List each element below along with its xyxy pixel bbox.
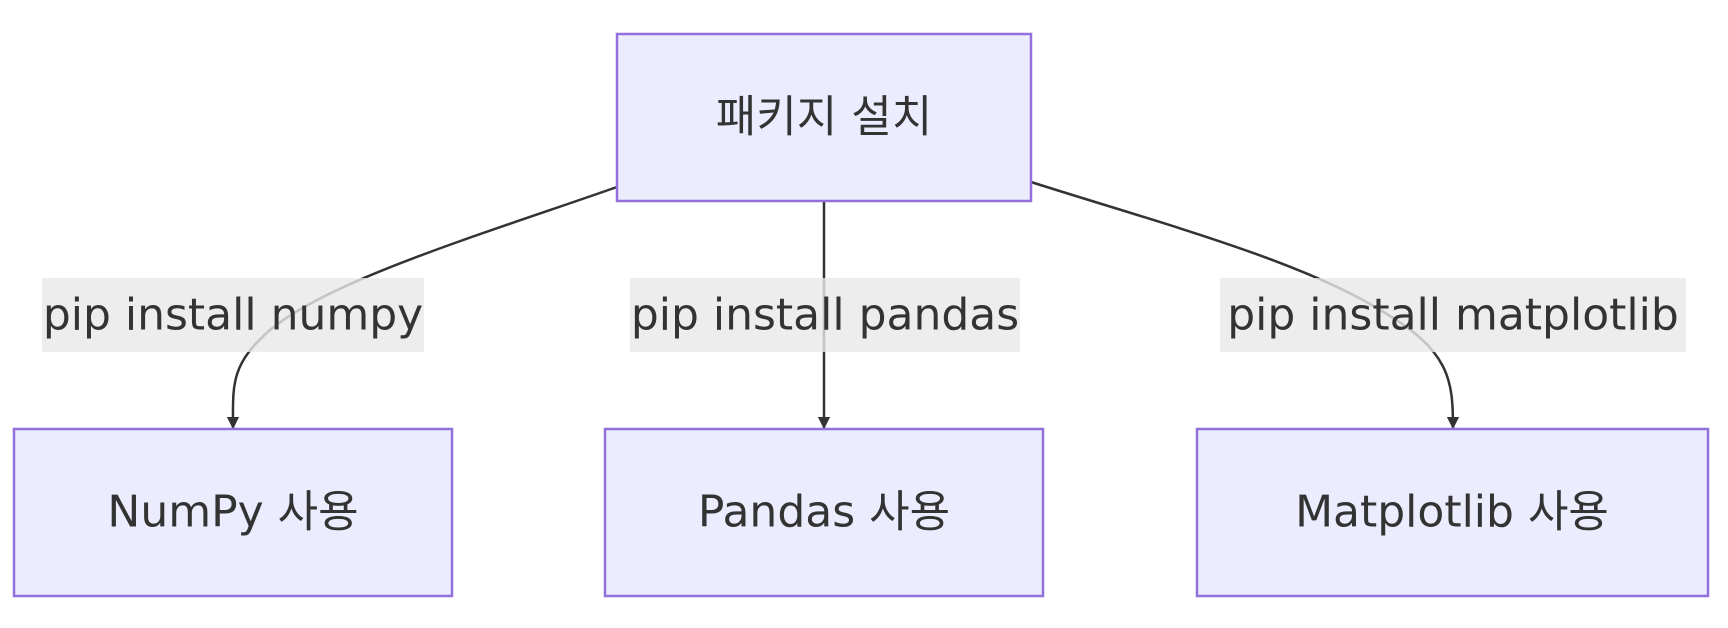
- node-matplotlib-usage[interactable]: Matplotlib 사용: [1195, 427, 1710, 598]
- node-label: NumPy 사용: [107, 487, 358, 538]
- node-box: [1195, 427, 1710, 598]
- node-label: Matplotlib 사용: [1295, 487, 1609, 538]
- node-box: [12, 427, 454, 598]
- edge-label-text: pip install pandas: [631, 290, 1019, 341]
- node-box: [603, 427, 1045, 598]
- node-package-install[interactable]: 패키지 설치: [615, 32, 1033, 203]
- node-box: [615, 32, 1033, 203]
- node-label: Pandas 사용: [698, 487, 950, 538]
- node-pandas-usage[interactable]: Pandas 사용: [603, 427, 1045, 598]
- node-label: 패키지 설치: [716, 92, 932, 143]
- edge-label-bg: [630, 278, 1020, 352]
- edge-label-pandas: pip install pandas: [630, 278, 1020, 352]
- edge-label-text: pip install numpy: [43, 290, 423, 341]
- edge-label-text: pip install matplotlib: [1227, 290, 1679, 341]
- edge-label-bg: [1220, 278, 1686, 352]
- node-numpy-usage[interactable]: NumPy 사용: [12, 427, 454, 598]
- edge-label-numpy: pip install numpy: [42, 278, 424, 352]
- edge-label-bg: [42, 278, 424, 352]
- edge-label-matplotlib: pip install matplotlib: [1220, 278, 1686, 352]
